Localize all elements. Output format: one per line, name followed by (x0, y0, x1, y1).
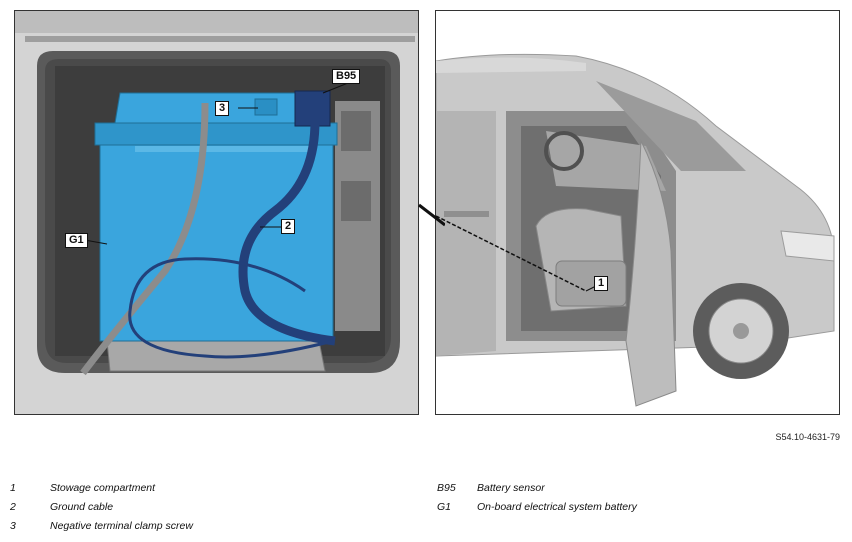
legend-key: 3 (10, 520, 16, 532)
legend-key: 1 (10, 482, 16, 494)
figure-reference-code: S54.10-4631-79 (775, 432, 840, 442)
legend-left-column: 1 Stowage compartment 2 Ground cable 3 N… (10, 482, 193, 539)
legend-item: B95 Battery sensor (437, 482, 637, 501)
battery-compartment-illustration: B95 3 G1 2 (14, 10, 419, 415)
legend-item: 1 Stowage compartment (10, 482, 193, 501)
callout-3: 3 (215, 101, 230, 116)
legend-text: On-board electrical system battery (477, 501, 637, 513)
legend-key: 2 (10, 501, 16, 513)
legend-text: Battery sensor (477, 482, 545, 494)
legend-key: G1 (437, 501, 452, 513)
legend-key: B95 (437, 482, 456, 494)
connector-line (418, 203, 445, 227)
callout-2: 2 (281, 219, 296, 234)
legend-item: 2 Ground cable (10, 501, 193, 520)
legend-text: Negative terminal clamp screw (50, 520, 193, 532)
vehicle-drawing (436, 11, 839, 414)
callout-g1: G1 (65, 233, 88, 248)
callout-b95: B95 (332, 69, 361, 84)
legend-right-column: B95 Battery sensor G1 On-board electrica… (437, 482, 637, 520)
legend-item: 3 Negative terminal clamp screw (10, 520, 193, 539)
legend-text: Ground cable (50, 501, 114, 513)
legend-item: G1 On-board electrical system battery (437, 501, 637, 520)
legend-text: Stowage compartment (50, 482, 156, 494)
callout-1: 1 (594, 276, 609, 291)
vehicle-overview-illustration: 1 (435, 10, 840, 415)
